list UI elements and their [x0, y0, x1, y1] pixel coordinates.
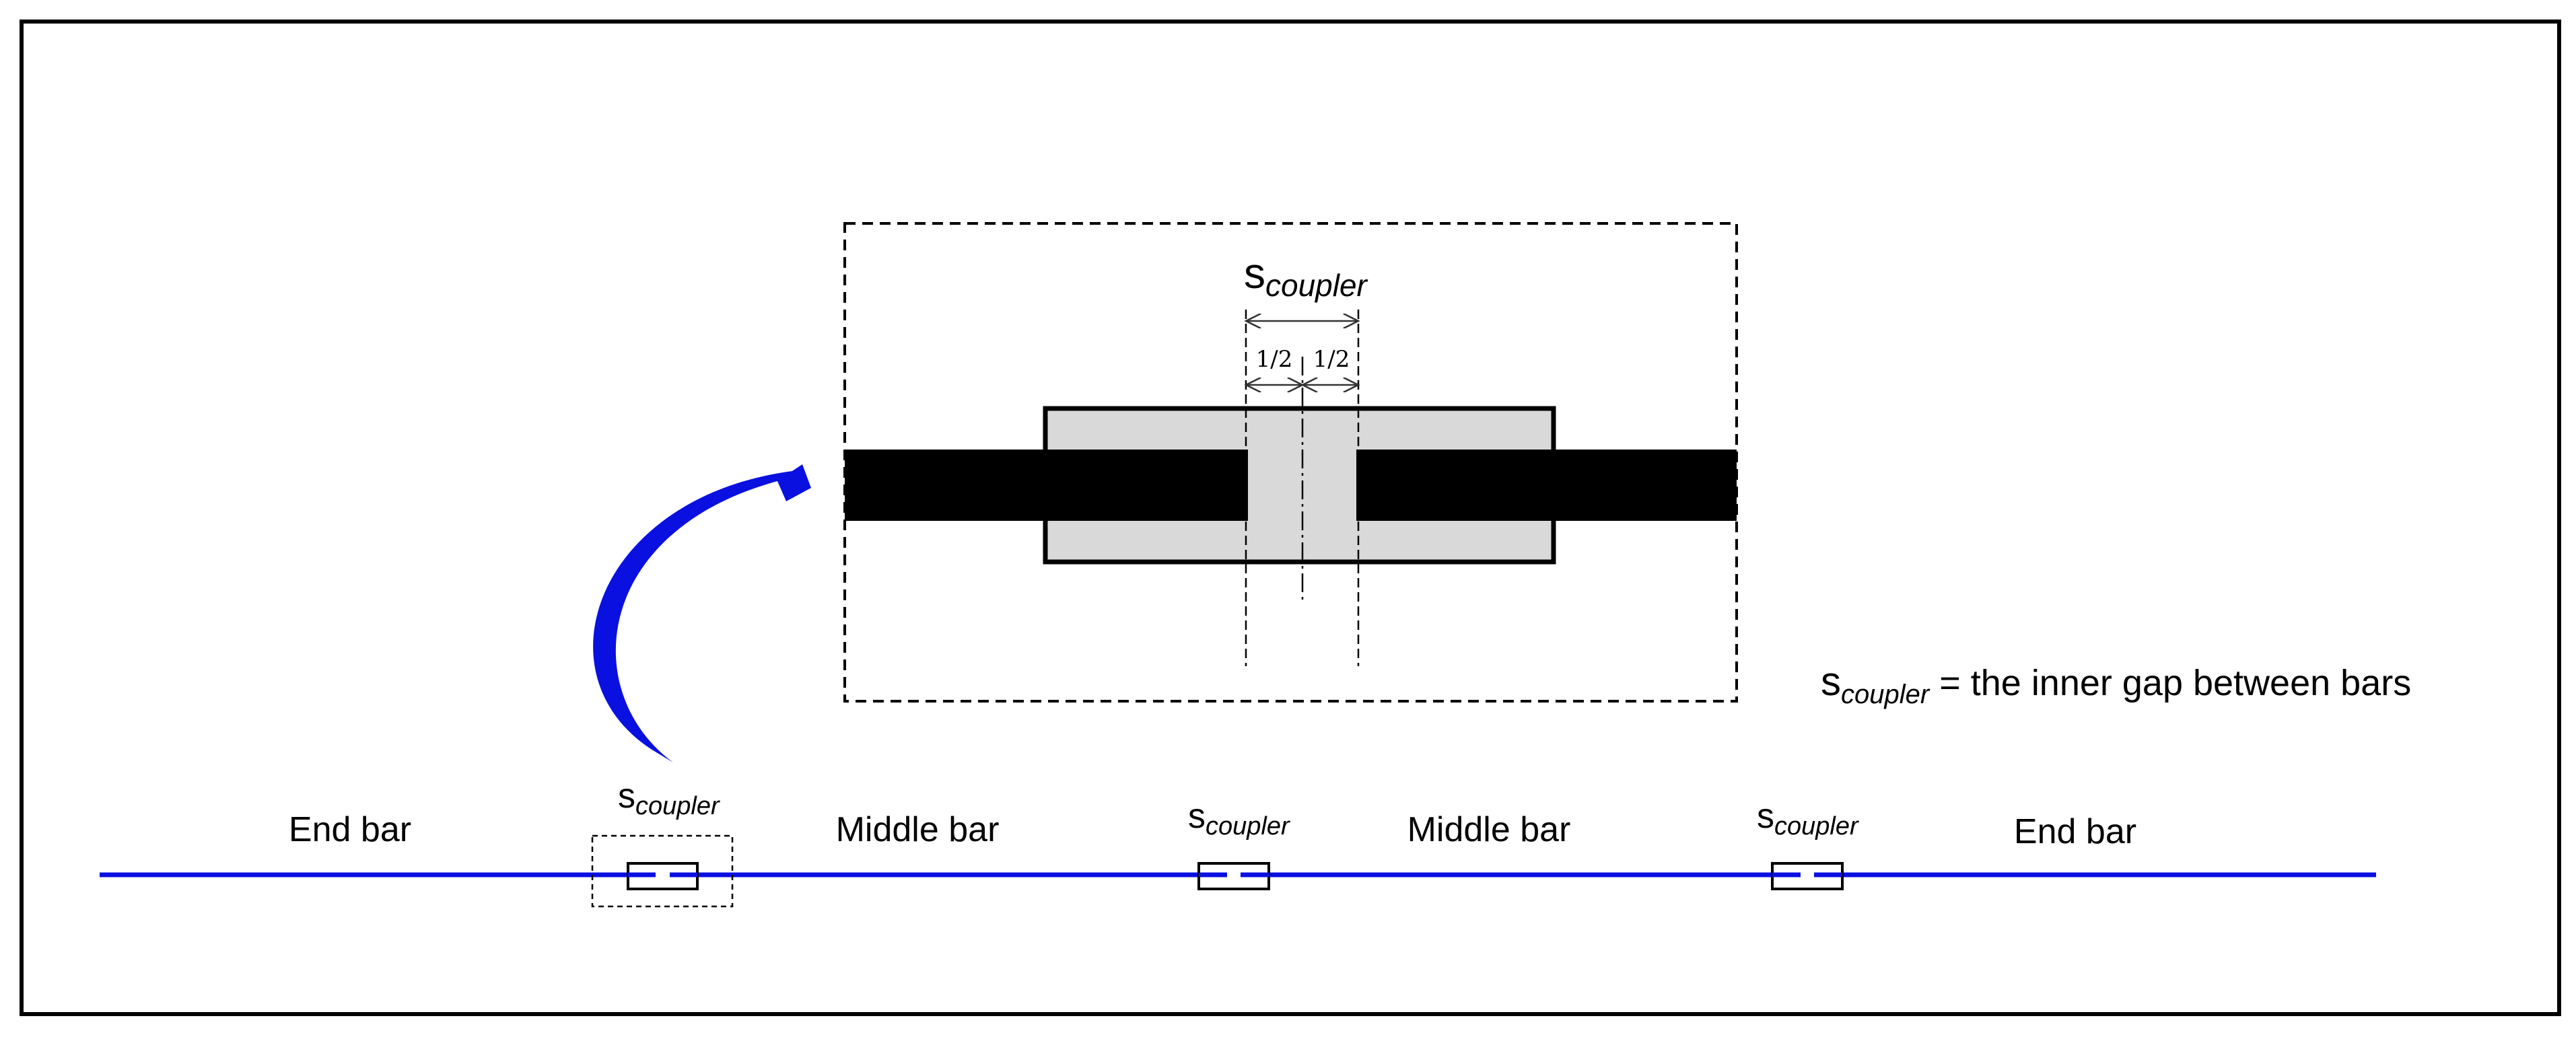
rebar-right — [1356, 450, 1737, 521]
outer-frame — [20, 20, 2561, 1016]
half-label-left: 1/2 — [1256, 346, 1293, 373]
bar-label-middle-2: Middle bar — [1407, 810, 1571, 849]
bar-label-end-left: End bar — [289, 810, 411, 849]
detail-view: 1/2 1/2 scoupler — [843, 222, 1738, 703]
coupler-symbol-1 — [627, 862, 699, 890]
coupler-highlight-frame — [591, 834, 734, 908]
coupler-label-3: scoupler — [1757, 797, 1859, 840]
rebar-left — [845, 450, 1248, 521]
coupler-symbol-2 — [1197, 862, 1270, 890]
detail-gap-symbol: scoupler — [1244, 249, 1368, 303]
definition-text: scoupler = the inner gap between bars — [1821, 659, 2411, 709]
bar-layout: End bar Middle bar Middle bar End bar sc… — [100, 777, 2376, 908]
coupler-label-1: scoupler — [618, 777, 720, 820]
bar-label-middle-1: Middle bar — [836, 810, 1000, 849]
coupler-label-2: scoupler — [1188, 797, 1290, 840]
half-label-right: 1/2 — [1313, 346, 1350, 373]
coupler-symbol-3 — [1771, 862, 1844, 890]
bar-label-end-right: End bar — [2014, 812, 2136, 851]
zoom-arrow-icon — [593, 464, 811, 762]
